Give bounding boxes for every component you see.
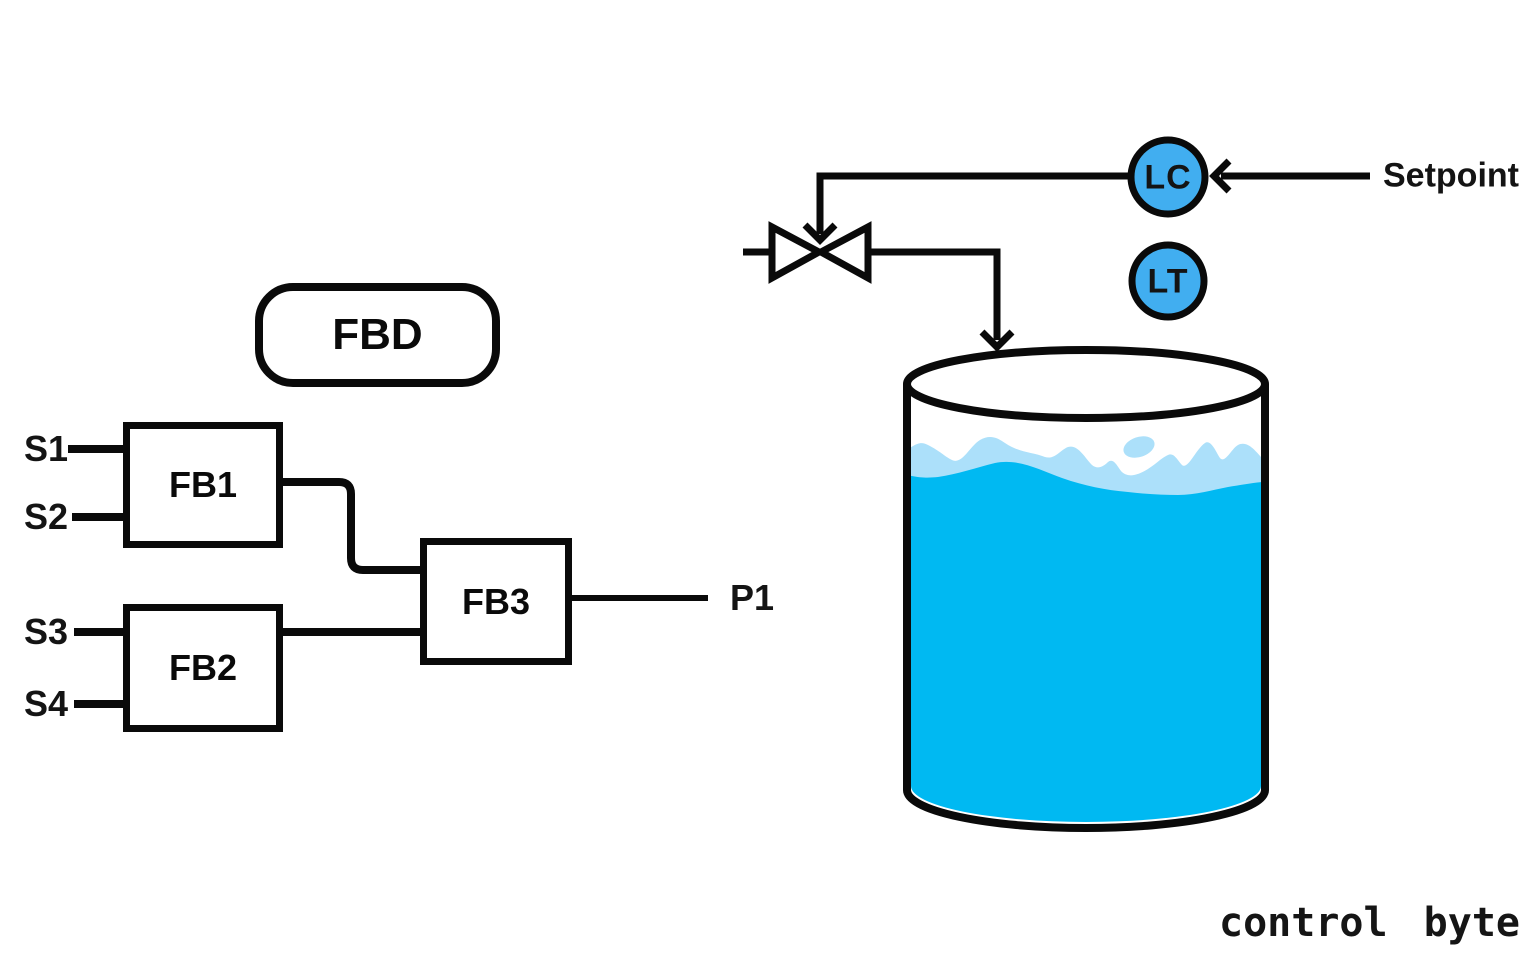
block-fb1: FB1 <box>123 422 283 548</box>
level-controller-label: LC <box>1144 158 1192 197</box>
block-fb2-label: FB2 <box>168 647 237 688</box>
arrow-into-valve-icon <box>802 222 838 245</box>
tank-water-droplet <box>1123 436 1155 458</box>
input-label-s3: S3 <box>23 611 69 652</box>
setpoint-label: Setpoint <box>1383 156 1519 195</box>
level-controller-circle <box>1127 136 1209 218</box>
wire-lc-to-valve <box>816 172 1130 234</box>
tank-bottom <box>903 789 1269 832</box>
arrow-into-lc-icon <box>1209 158 1232 194</box>
block-fb3: FB3 <box>420 538 572 665</box>
tank-top-ellipse <box>903 346 1269 422</box>
fbd-legend-label: FBD <box>332 310 423 359</box>
fbd-legend: FBD <box>255 283 500 387</box>
block-fb2: FB2 <box>123 604 283 732</box>
input-label-s1: S1 <box>23 428 69 469</box>
tank-water-group <box>911 436 1261 822</box>
block-fb3-label: FB3 <box>461 580 530 622</box>
tank-water <box>911 461 1261 822</box>
level-transmitter-label: LT <box>1147 262 1189 301</box>
wire-valve-to-tank <box>866 248 1001 340</box>
input-label-s2: S2 <box>23 496 69 537</box>
valve-icon <box>768 221 872 284</box>
input-label-s4: S4 <box>23 683 69 724</box>
wire-fb1-fb3 <box>283 478 420 574</box>
block-fb1-label: FB1 <box>168 464 237 505</box>
arrow-into-tank-icon <box>979 329 1015 352</box>
level-transmitter-circle <box>1128 241 1208 321</box>
brand-logo: control byte <box>1219 900 1520 946</box>
output-label-p1: P1 <box>730 577 775 618</box>
